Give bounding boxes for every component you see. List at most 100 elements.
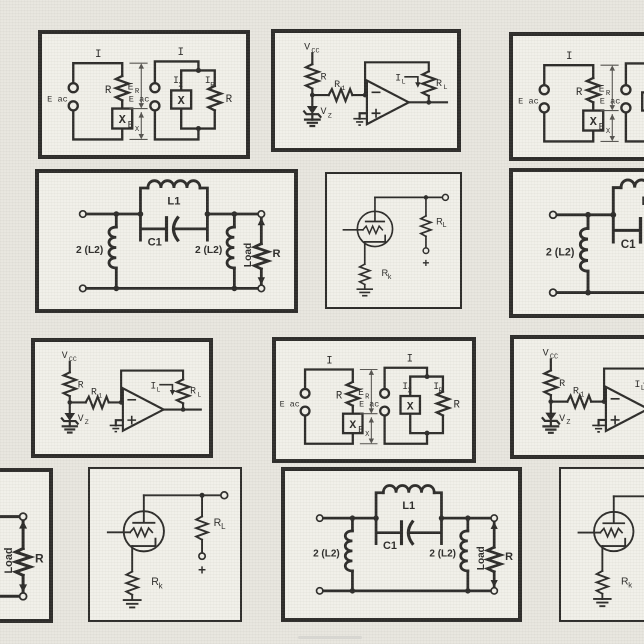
wires <box>78 179 273 293</box>
zener-diode-bar <box>541 416 561 426</box>
left-series-circuit-wires <box>67 62 134 141</box>
resistor-symbol <box>302 62 322 91</box>
label-voltage-r: E <box>358 387 364 398</box>
capacitor-c1-symbol <box>399 519 415 546</box>
ac-source-symbol <box>149 100 161 112</box>
label-voltage-r-sub: R <box>135 88 140 96</box>
label-vcc-sub: CC <box>311 47 319 55</box>
label-vz-sub: Z <box>85 418 89 426</box>
label-il-sub: L <box>401 79 405 87</box>
label-plus: + <box>422 256 429 270</box>
plate-symbol <box>602 495 626 525</box>
junction-dot <box>180 407 186 412</box>
ground-symbol <box>353 117 366 126</box>
terminal <box>78 209 87 219</box>
circuit-panel-opamp-row3-right-partial: V CC R R 1 V Z I L R L <box>510 335 644 459</box>
junction-dot <box>585 289 591 296</box>
terminal <box>18 512 28 521</box>
resistor-symbol <box>419 69 439 98</box>
label-current-x: I <box>173 75 179 86</box>
junction-dot <box>349 515 356 521</box>
resistor-symbol <box>60 370 80 398</box>
zener-diode-symbol <box>64 413 76 422</box>
terminal <box>220 491 229 500</box>
label-r1: R <box>334 80 340 91</box>
wires <box>302 52 449 128</box>
junction-dot <box>113 211 120 217</box>
junction-dot <box>195 67 201 74</box>
label-load-r: R <box>505 551 513 563</box>
label-vz: V <box>78 413 84 424</box>
reactance-box-symbol <box>399 394 422 415</box>
plus-input-sign <box>610 415 620 425</box>
plus-input-sign <box>127 415 137 425</box>
label-current-r: I <box>433 381 439 392</box>
reactance-box-symbol <box>170 89 193 110</box>
opamp-regulator-circuit-diagram: V CC R R 1 V Z I L R L <box>541 349 644 434</box>
terminal <box>422 247 430 255</box>
ground-symbol <box>109 424 122 433</box>
label-resistor-left: R <box>336 391 343 403</box>
label-r1-sub: 1 <box>98 392 102 400</box>
junction-dot <box>373 515 379 521</box>
junction-dot <box>362 92 368 98</box>
resistor-symbol <box>593 569 611 596</box>
label-source-left: E ac <box>280 400 300 410</box>
label-r1: R <box>573 386 579 397</box>
label-vz: V <box>559 414 565 425</box>
resistor-symbol <box>204 84 225 112</box>
label-vz-sub: Z <box>328 112 332 120</box>
opamp-regulator-circuit-diagram: V CC R R 1 V Z I L R L <box>302 43 449 128</box>
lc-filter-circuit-diagram: L1 C1 2 (L2) 2 (L2) Load R <box>0 512 44 601</box>
label-voltage-r: E <box>128 82 134 93</box>
tube-stage-circuit-diagram: R k R L + <box>577 495 644 608</box>
inductor-l1-symbol <box>146 179 202 190</box>
ac-source-symbol <box>299 387 311 399</box>
label-current-left: I <box>95 49 102 61</box>
label-load: Load <box>3 547 15 573</box>
junction-dot <box>204 211 211 217</box>
left-series-circuit-wires <box>538 64 605 143</box>
junction-dot <box>423 195 429 200</box>
wires <box>342 193 450 297</box>
ground-symbol <box>593 597 612 608</box>
ac-source-symbol <box>538 83 550 96</box>
junction-dot <box>426 99 432 105</box>
inductor-l2-left-symbol <box>107 225 118 270</box>
label-il: I <box>395 73 401 84</box>
resistor-symbol <box>565 392 593 411</box>
label-il-sub: L <box>641 385 644 393</box>
terminal <box>315 586 324 595</box>
circuit-panel-series-parallel-row3-middle: I R X E ac E R E X I I X I R X R E ac <box>272 337 476 463</box>
lc-filter-circuit-diagram: L1 C1 2 (L2) 2 (L2) Load R <box>76 179 281 293</box>
label-rl-sub: L <box>443 222 447 229</box>
series-parallel-circuit-diagram: I R X E ac E R E X I I X I R X R E ac <box>280 354 461 445</box>
label-l2-right: 2 (L2) <box>195 245 222 256</box>
left-series-circuit-wires <box>299 368 364 445</box>
label-reactance-left: X <box>590 115 598 129</box>
label-c1: C1 <box>383 540 397 552</box>
zener-diode-bar <box>302 109 323 119</box>
terminal <box>548 210 558 220</box>
resistor-symbol <box>541 368 561 397</box>
circuit-panel-lc-filter-row4-middle: L1 C1 2 (L2) 2 (L2) Load R <box>281 467 522 622</box>
label-current-r: I <box>205 75 211 86</box>
label-l1: L1 <box>167 196 180 208</box>
resistor-symbol <box>123 570 141 597</box>
label-voltage-x-sub: X <box>135 126 140 134</box>
label-current-right: I <box>178 47 185 59</box>
terminal <box>441 193 450 202</box>
load-arrow-up <box>257 217 266 226</box>
label-source-right: E ac <box>600 96 621 106</box>
dimension-lines <box>359 368 378 445</box>
capacitor-c1-symbol <box>164 215 180 243</box>
terminal <box>490 586 499 595</box>
terminal <box>257 209 266 219</box>
circuit-panel-series-parallel-top-right-partial: I R X E ac E R E X I I X I R X R E ac <box>509 32 644 161</box>
resistor-symbol <box>433 390 453 418</box>
label-current-x-sub: X <box>178 82 183 90</box>
dimension-lines <box>129 62 148 140</box>
plate-symbol <box>132 494 156 524</box>
cathode-symbol <box>601 537 627 547</box>
zener-diode-bar <box>60 416 80 426</box>
